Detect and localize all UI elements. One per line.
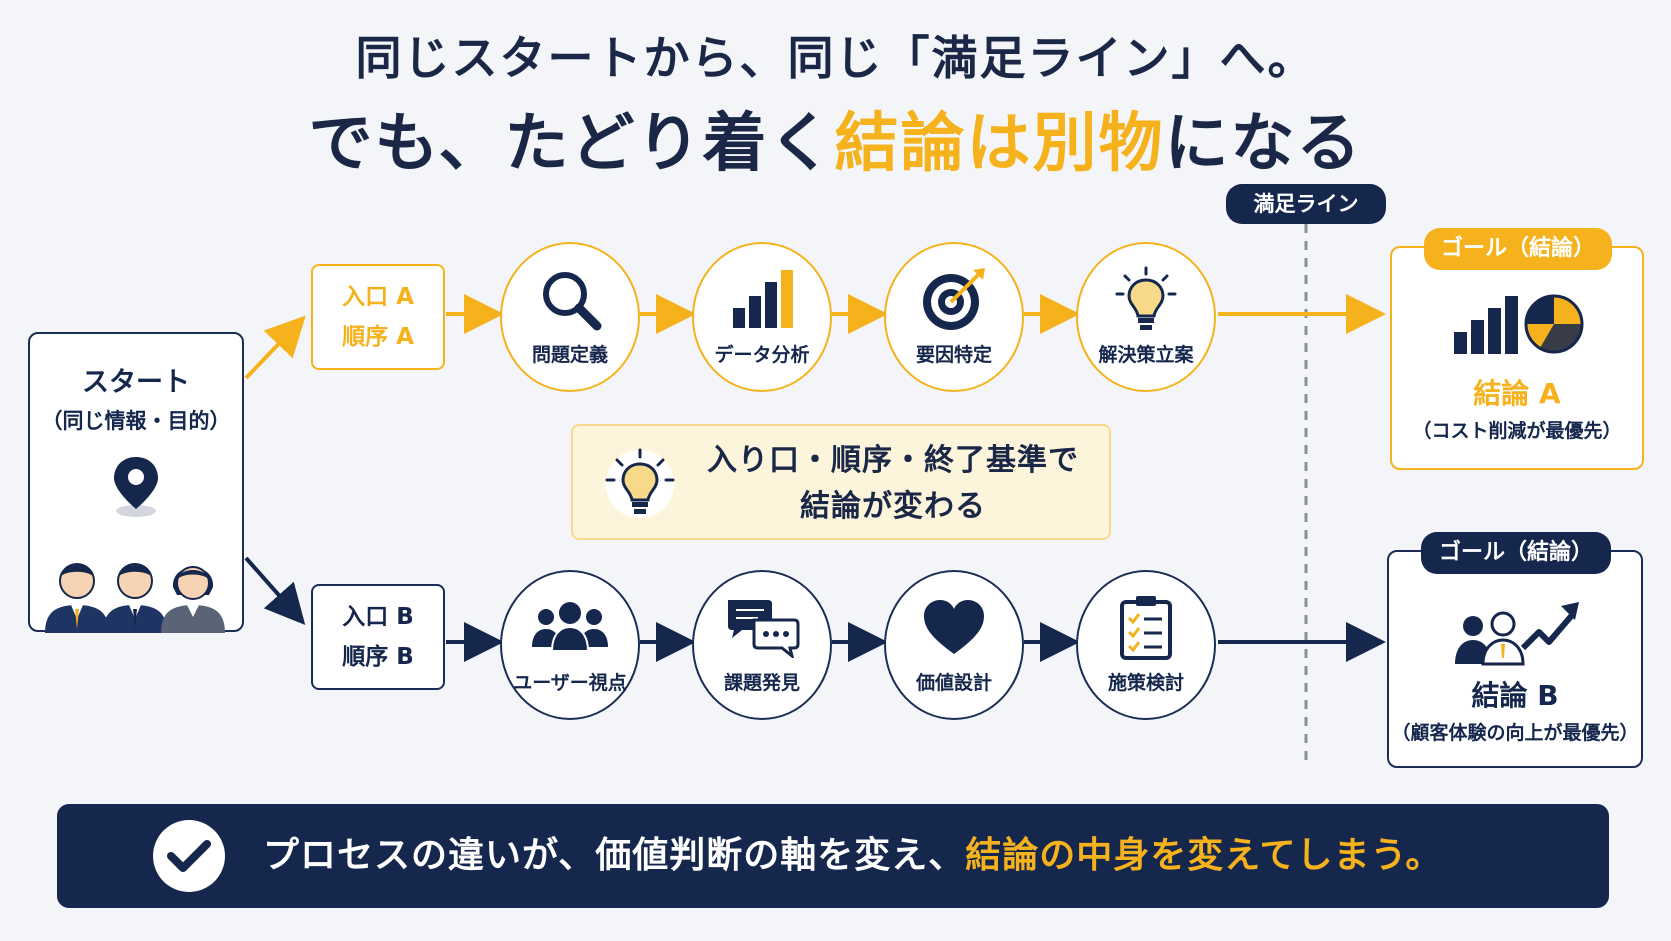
goal-a-box: 結論 A （コスト削減が最優先） <box>1390 246 1644 470</box>
goal-b-badge: ゴール（結論） <box>1421 532 1611 574</box>
start-box: スタート （同じ情報・目的） <box>28 332 244 633</box>
goal-b-box: 結論 B （顧客体験の向上が最優先） <box>1387 550 1643 768</box>
location-pin-icon <box>114 457 158 517</box>
order-a-label: 順序 A <box>342 324 414 350</box>
key-insight-line-1: 入り口・順序・終了基準で <box>707 443 1079 478</box>
step-a-label: データ分析 <box>714 344 810 366</box>
satisfaction-line-label: 満足ライン <box>1226 184 1386 224</box>
entry-a-label: 入口 A <box>342 284 414 310</box>
key-insight-text: 入り口・順序・終了基準で 結論が変わる <box>697 438 1089 530</box>
conclusion-highlight: 結論の中身を変えてしまう。 <box>965 835 1443 876</box>
step-b-label: 施策検討 <box>1107 672 1184 694</box>
conclusion-prefix: プロセスの違いが、価値判断の軸を変え、 <box>263 835 966 876</box>
target-icon <box>923 268 985 330</box>
check-icon <box>167 840 211 872</box>
title-line-2-highlight: 結論は別物 <box>834 107 1165 181</box>
pie-chart-icon <box>1524 294 1584 354</box>
goal-a-name: 結論 A <box>1473 377 1561 410</box>
bar-chart-icon <box>1454 296 1518 354</box>
step-b-value-design: 価値設計 <box>884 570 1024 720</box>
bar-chart-icon <box>733 270 793 328</box>
step-a-problem-definition: 問題定義 <box>500 242 640 392</box>
heart-icon <box>924 600 984 654</box>
step-b-measure-review: 施策検討 <box>1076 570 1216 720</box>
step-a-label: 要因特定 <box>915 344 992 366</box>
step-a-cause-identification: 要因特定 <box>884 242 1024 392</box>
step-b-issue-discovery: 課題発見 <box>692 570 832 720</box>
conclusion-text: プロセスの違いが、価値判断の軸を変え、結論の中身を変えてしまう。 <box>263 804 1442 908</box>
growth-people-icon <box>1455 602 1579 666</box>
step-a-label: 解決策立案 <box>1098 344 1194 366</box>
lightbulb-icon <box>1115 266 1177 330</box>
step-a-label: 問題定義 <box>531 344 608 366</box>
goal-a-badge: ゴール（結論） <box>1424 228 1612 270</box>
entry-b-label: 入口 B <box>342 604 414 630</box>
entry-b-box: 入口 B 順序 B <box>311 584 445 690</box>
step-b-label: ユーザー視点 <box>513 672 627 694</box>
start-title: スタート <box>82 367 190 398</box>
step-b-user-perspective: ユーザー視点 <box>500 570 640 720</box>
goal-a-detail: （コスト削減が最優先） <box>1412 420 1622 442</box>
checklist-icon <box>1120 596 1172 660</box>
step-a-solution-planning: 解決策立案 <box>1076 242 1216 392</box>
users-icon <box>532 602 608 652</box>
step-b-label: 課題発見 <box>723 672 800 694</box>
title-line-2: でも、たどり着く結論は別物になる <box>0 92 1671 184</box>
title-line-1: 同じスタートから、同じ「満足ライン」へ。 <box>355 31 1316 85</box>
chat-bubbles-icon <box>728 600 800 658</box>
entry-a-box: 入口 A 順序 A <box>311 264 445 370</box>
key-insight-line-2: 結論が変わる <box>800 489 986 524</box>
people-group-icon <box>45 563 225 633</box>
goal-a-chart-icons <box>1454 294 1584 354</box>
check-icon-wrap <box>153 820 225 892</box>
goal-b-name: 結論 B <box>1471 679 1559 712</box>
lightbulb-icon <box>605 448 675 518</box>
magnifier-icon <box>543 272 602 331</box>
order-b-label: 順序 B <box>342 644 414 670</box>
step-a-data-analysis: データ分析 <box>692 242 832 392</box>
key-insight-note: 入り口・順序・終了基準で 結論が変わる <box>571 424 1111 540</box>
step-b-label: 価値設計 <box>915 672 992 694</box>
title-line-2-suffix: になる <box>1164 107 1363 181</box>
goal-b-detail: （顧客体験の向上が最優先） <box>1391 722 1639 744</box>
conclusion-banner: プロセスの違いが、価値判断の軸を変え、結論の中身を変えてしまう。 <box>57 804 1609 908</box>
start-subtitle: （同じ情報・目的） <box>41 409 231 433</box>
start-to-a-arrow <box>244 315 306 380</box>
title-line-2-prefix: でも、たどり着く <box>308 107 835 181</box>
start-to-b-arrow <box>244 556 306 625</box>
